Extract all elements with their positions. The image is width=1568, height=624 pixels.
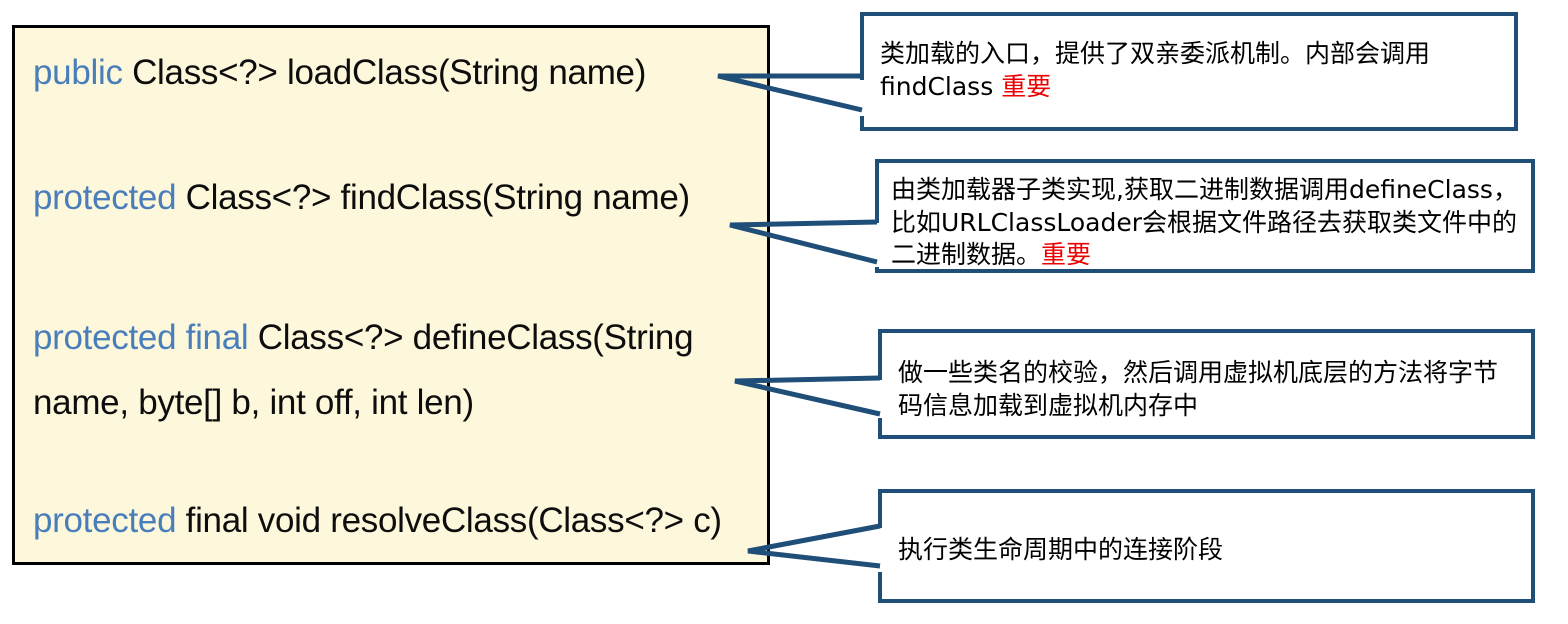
callout-highlight: 重要 <box>1041 240 1092 269</box>
callout-body: 做一些类名的校验，然后调用虚拟机底层的方法将字节码信息加载到虚拟机内存中 <box>898 357 1521 422</box>
modifier-keyword: protected <box>33 501 177 540</box>
signature-body: final void resolveClass(Class<?> c) <box>176 501 722 540</box>
method-signature-load-class: public Class<?> loadClass(String name) <box>33 55 757 90</box>
callout-define-class: 做一些类名的校验，然后调用虚拟机底层的方法将字节码信息加载到虚拟机内存中 <box>877 329 1535 439</box>
callout-find-class: 由类加载器子类实现,获取二进制数据调用defineClass，比如URLClas… <box>874 159 1535 273</box>
tail-notch <box>877 528 883 572</box>
signature-body: Class<?> loadClass(String name) <box>122 53 647 92</box>
method-signature-resolve-class: protected final void resolveClass(Class<… <box>33 503 757 538</box>
modifier-keyword: protected <box>33 178 177 217</box>
callout-body: 类加载的入口，提供了双亲委派机制。内部会调用findClass 重要 <box>880 38 1504 103</box>
callout-load-class: 类加载的入口，提供了双亲委派机制。内部会调用findClass 重要 <box>859 12 1518 131</box>
callout-body: 由类加载器子类实现,获取二进制数据调用defineClass，比如URLClas… <box>891 174 1527 272</box>
callout-resolve-class: 执行类生命周期中的连接阶段 <box>877 489 1535 603</box>
method-signature-define-class: protected final Class<?> defineClass(Str… <box>33 306 745 436</box>
method-signature-find-class: protected Class<?> findClass(String name… <box>33 180 757 215</box>
callout-highlight: 重要 <box>1001 71 1052 101</box>
callout-description: 做一些类名的校验，然后调用虚拟机底层的方法将字节码信息加载到虚拟机内存中 <box>898 358 1499 420</box>
tail-notch <box>877 380 883 418</box>
tail-notch <box>859 80 865 116</box>
classloader-method-list: public Class<?> loadClass(String name) p… <box>12 25 770 565</box>
callout-description: 由类加载器子类实现,获取二进制数据调用defineClass，比如URLClas… <box>891 175 1518 269</box>
callout-body: 执行类生命周期中的连接阶段 <box>898 534 1521 567</box>
signature-body: Class<?> findClass(String name) <box>176 178 691 217</box>
tail-notch <box>874 223 880 267</box>
callout-description: 执行类生命周期中的连接阶段 <box>898 535 1224 564</box>
signature-body: Class<?> defineClass(String name, byte[]… <box>33 318 694 422</box>
callout-description: 类加载的入口，提供了双亲委派机制。内部会调用findClass <box>880 39 1431 101</box>
modifier-keyword: public <box>33 53 123 92</box>
modifier-keyword: protected final <box>33 318 249 357</box>
